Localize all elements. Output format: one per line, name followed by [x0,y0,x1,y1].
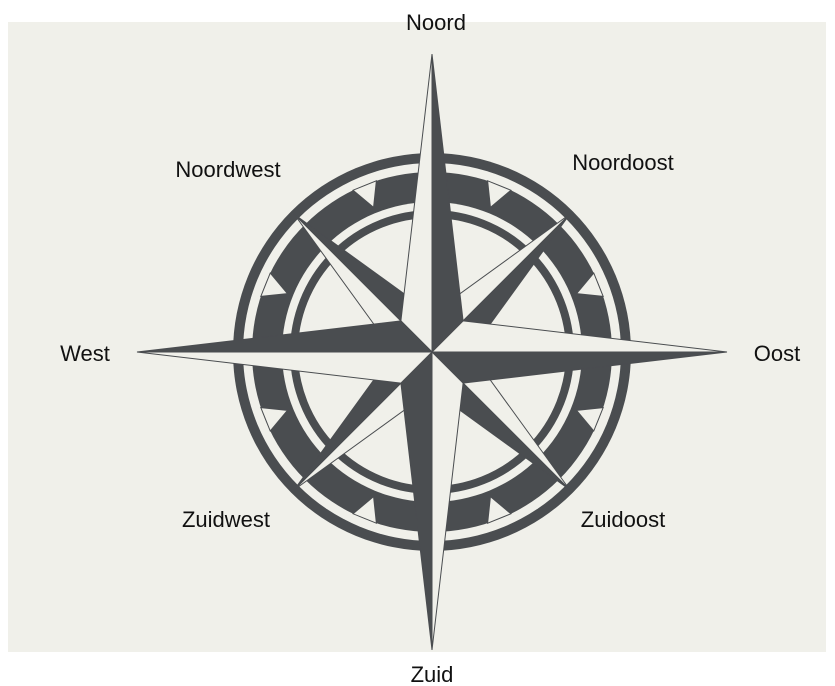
label-southeast: Zuidoost [581,507,665,532]
label-southwest: Zuidwest [182,507,270,532]
label-northeast: Noordoost [572,150,674,175]
label-northwest: Noordwest [175,157,280,182]
label-east: Oost [754,341,800,366]
label-south: Zuid [411,662,454,686]
label-north: Noord [406,10,466,35]
label-west: West [60,341,110,366]
